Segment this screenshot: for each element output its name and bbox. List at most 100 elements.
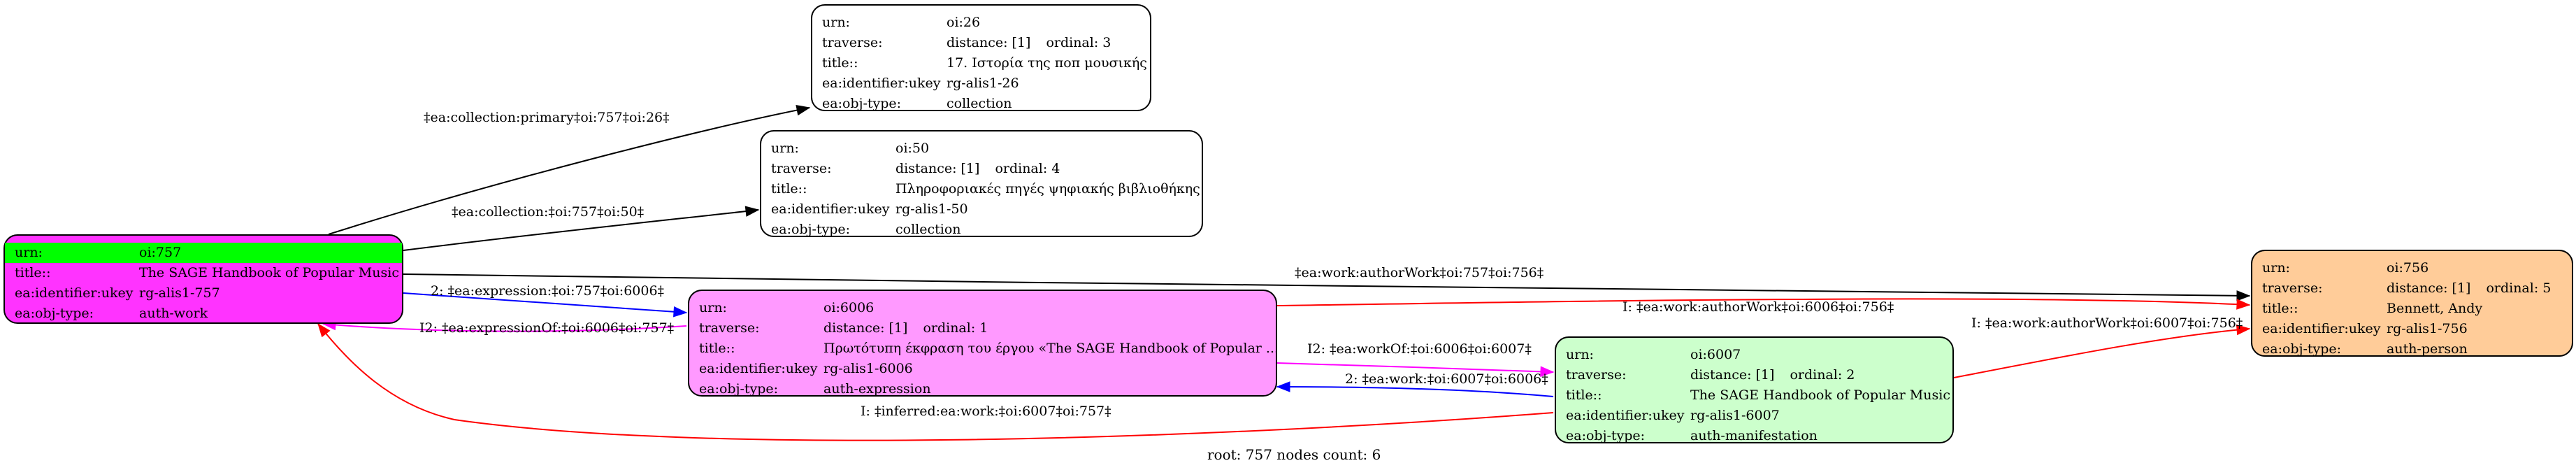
field-key: ea:identifier:ukey: [15, 285, 134, 301]
field-value: rg-alis1-26: [947, 76, 1019, 91]
field-value: oi:6007: [1690, 347, 1741, 362]
field-value: Πρωτότυπη έκφραση του έργου «The SAGE Ha…: [823, 341, 1276, 356]
node-field-row: ea:identifier:ukey rg-alis1-6006: [689, 359, 1276, 379]
node-field-row: traverse:distance: [1]ordinal: 1: [689, 318, 1276, 339]
field-key: ea:identifier:ukey: [2262, 321, 2381, 336]
field-ordinal: ordinal: 3: [1046, 35, 1111, 50]
edge-label: 2: ‡ea:work:‡oi:6007‡oi:6006‡: [1345, 371, 1548, 387]
field-value: collection: [947, 96, 1012, 111]
node-field-row: urn:oi:26: [812, 13, 1150, 33]
field-value: rg-alis1-6006: [823, 361, 913, 376]
edge-line: [317, 323, 1554, 441]
field-value: oi:757: [139, 245, 182, 260]
field-value: auth-work: [139, 306, 208, 321]
field-ordinal: ordinal: 2: [1790, 367, 1855, 383]
node-field-row: urn:oi:757: [5, 243, 402, 263]
field-key: title::: [1566, 387, 1602, 403]
field-key: ea:identifier:ukey: [1566, 408, 1685, 423]
edge-line: [1953, 328, 2250, 378]
edge-line: [322, 323, 687, 332]
node-oi-50[interactable]: urn:oi:50 traverse: distance: [1]ordinal: …: [760, 130, 1203, 237]
node-field-row: urn:oi:6006: [689, 298, 1276, 318]
edge-label: I2: ‡ea:workOf:‡oi:6006‡oi:6007‡: [1307, 341, 1532, 357]
node-field-row: ea:identifier:ukey rg-alis1-50: [761, 199, 1202, 220]
field-value: distance: [1]ordinal: 4: [895, 161, 1060, 176]
field-ordinal: ordinal: 1: [923, 320, 988, 336]
edge-arrowhead: [2236, 299, 2251, 310]
node-field-row: title::Πρωτότυπη έκφραση του έργου «The …: [689, 339, 1276, 359]
node-field-row: ea:identifier:ukey rg-alis1-26: [812, 73, 1150, 94]
node-field-row: title::Bennett, Andy: [2252, 299, 2572, 319]
edge-label: 2: ‡ea:expression:‡oi:757‡oi:6006‡: [431, 283, 665, 299]
node-field-row: title::The SAGE Handbook of Popular Musi…: [1556, 385, 1952, 406]
field-key: urn:: [2262, 260, 2290, 276]
edge-label: I2: ‡ea:expressionOf:‡oi:6006‡oi:757‡: [419, 320, 675, 336]
edge-arrowhead: [317, 322, 331, 338]
field-value: oi:26: [947, 15, 981, 30]
field-value: distance: [1]ordinal: 2: [1690, 367, 1855, 383]
node-field-row: traverse: distance: [1]ordinal: 5: [2252, 278, 2572, 299]
field-key: ea:obj-type:: [822, 96, 902, 111]
node-field-row: urn:oi:50: [761, 138, 1202, 159]
field-key: traverse:: [771, 161, 832, 176]
node-field-row: ea:obj-type:auth-manifestation: [1556, 426, 1952, 446]
edge-label: ‡ea:collection:primary‡oi:757‡oi:26‡: [424, 110, 670, 125]
field-key: traverse:: [822, 35, 883, 50]
field-value: distance: [1]ordinal: 5: [2387, 280, 2552, 296]
node-field-row: ea:obj-type: collection: [812, 94, 1150, 114]
edge-line: [328, 107, 810, 235]
field-key: title::: [822, 55, 858, 71]
field-ordinal: ordinal: 5: [2486, 280, 2552, 296]
field-key: ea:identifier:ukey: [822, 76, 941, 91]
field-value: rg-alis1-756: [2387, 321, 2468, 336]
field-key: title::: [699, 341, 735, 356]
field-value: rg-alis1-50: [895, 201, 968, 217]
node-field-row: urn: oi:756: [2252, 258, 2572, 278]
node-field-row: ea:obj-type: auth-expression: [689, 379, 1276, 399]
field-ordinal: ordinal: 4: [995, 161, 1060, 176]
field-value: Πληροφοριακές πηγές ψηφιακής βιβλιοθήκης: [895, 181, 1200, 197]
field-value: distance: [1]ordinal: 3: [947, 35, 1111, 50]
field-key: ea:obj-type:: [2262, 341, 2342, 357]
field-key: ea:obj-type:: [15, 306, 94, 321]
edge-arrowhead: [1276, 381, 1290, 392]
node-field-row: ea:obj-type: auth-work: [5, 304, 402, 324]
edge-label: ‡ea:work:authorWork‡oi:757‡oi:756‡: [1295, 265, 1544, 280]
node-oi-6007[interactable]: urn: oi:6007 traverse: distance: [1]ordinal…: [1555, 336, 1954, 443]
node-field-row: traverse: distance: [1]ordinal: 3: [812, 33, 1150, 53]
field-value: oi:756: [2387, 260, 2429, 276]
node-field-row: ea:identifier:ukey rg-alis1-756: [2252, 319, 2572, 339]
edge-line: [403, 209, 759, 251]
field-value: rg-alis1-757: [139, 285, 220, 301]
edge-line: [1276, 362, 1554, 373]
field-key: traverse:: [2262, 280, 2323, 296]
field-value: The SAGE Handbook of Popular Music: [139, 265, 399, 280]
edge-arrowhead: [673, 306, 688, 318]
edge-label: I: ‡inferred:ea:work:‡oi:6007‡oi:757‡: [861, 404, 1111, 419]
field-key: title::: [2262, 301, 2298, 316]
edge-label: ‡ea:collection:‡oi:757‡oi:50‡: [452, 204, 645, 220]
field-key: ea:obj-type:: [1566, 428, 1646, 443]
field-value: collection: [895, 222, 961, 237]
field-key: ea:identifier:ukey: [699, 361, 818, 376]
field-value: Bennett, Andy: [2387, 301, 2483, 316]
node-oi-26[interactable]: urn:oi:26 traverse: distance: [1]ordinal: …: [811, 4, 1151, 111]
field-value: 17. Ιστορία της ποπ μουσικής: [947, 55, 1147, 71]
node-field-row: ea:identifier:ukey rg-alis1-757: [5, 283, 402, 304]
edge-arrowhead: [744, 206, 760, 217]
node-oi-756[interactable]: urn: oi:756 traverse: distance: [1]ordinal:…: [2251, 250, 2573, 357]
edge-arrowhead: [796, 104, 811, 116]
field-key: traverse:: [1566, 367, 1627, 383]
edge-line: [403, 273, 2250, 297]
field-value: auth-expression: [823, 381, 931, 397]
edge-arrowhead: [2236, 324, 2251, 336]
field-key: ea:identifier:ukey: [771, 201, 890, 217]
field-key: urn:: [1566, 347, 1594, 362]
edge-label: I: ‡ea:work:authorWork‡oi:6006‡oi:756‡: [1622, 299, 1894, 315]
node-field-row: title::17. Ιστορία της ποπ μουσικής: [812, 53, 1150, 73]
field-value: oi:50: [895, 141, 930, 156]
field-key: ea:obj-type:: [699, 381, 779, 397]
